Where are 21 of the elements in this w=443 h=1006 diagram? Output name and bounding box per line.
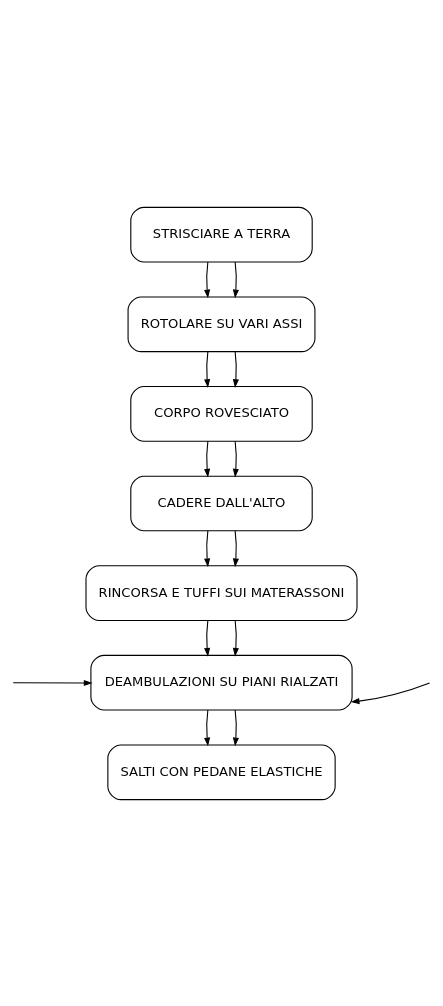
- node-box: RINCORSA E TUFFI SUI MATERASSONI: [85, 564, 358, 621]
- arrow: [204, 350, 211, 388]
- arrow: [12, 679, 93, 686]
- arrow: [350, 681, 431, 704]
- arrow: [232, 709, 239, 746]
- arrow: [232, 619, 239, 657]
- node-box: STRISCIARE A TERRA: [130, 206, 313, 263]
- arrow: [232, 260, 239, 298]
- arrow: [232, 440, 239, 478]
- arrow: [204, 260, 211, 298]
- node-box: DEAMBULAZIONI SU PIANI RIALZATI: [90, 654, 353, 711]
- arrow: [204, 619, 211, 657]
- arrow: [204, 440, 211, 478]
- arrow: [232, 529, 239, 567]
- node-box: ROTOLARE SU VARI ASSI: [127, 295, 316, 352]
- arrow: [204, 529, 211, 567]
- arrow: [232, 350, 239, 388]
- node-box: CORPO ROVESCIATO: [130, 385, 313, 442]
- node-box: SALTI CON PEDANE ELASTICHE: [107, 743, 336, 800]
- arrow: [204, 709, 211, 746]
- node-box: CADERE DALL'ALTO: [130, 475, 313, 531]
